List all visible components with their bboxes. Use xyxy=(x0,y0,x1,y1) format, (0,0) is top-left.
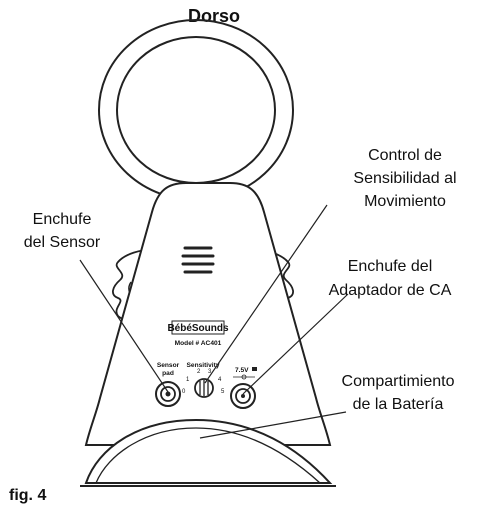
sensitivity-label: Sensitivity xyxy=(187,362,220,369)
figure-label: fig. 4 xyxy=(9,487,46,504)
leader-line-battery xyxy=(199,411,347,439)
callout-motion-sensitivity: Movimiento xyxy=(364,193,446,210)
sensor-jack-pin xyxy=(165,391,171,397)
model-number: Model # AC401 xyxy=(175,340,222,347)
callout-motion-sensitivity: Sensibilidad al xyxy=(353,170,456,187)
dial-number: 2 xyxy=(197,369,201,375)
sensor-pad-label: Sensor xyxy=(157,362,180,369)
callout-battery-compartment: de la Batería xyxy=(353,396,444,413)
diagram-title: Dorso xyxy=(188,6,240,26)
battery-compartment-cover xyxy=(84,418,333,484)
callout-sensor-jack: del Sensor xyxy=(24,234,101,251)
handle-ring-outer xyxy=(98,19,294,201)
dial-number: 0 xyxy=(182,389,186,395)
callout-ac-adapter-jack: Enchufe del xyxy=(348,258,433,275)
leader-line-ac-jack xyxy=(242,293,349,395)
brand-logo: BébéSounds xyxy=(167,323,229,334)
callout-sensor-jack: Enchufe xyxy=(33,211,92,228)
handle-ring-inner xyxy=(116,36,276,184)
dial-number: 1 xyxy=(186,377,190,383)
dial-number: 3 xyxy=(208,369,212,375)
voltage-label: 7.5V xyxy=(235,367,249,374)
dial-number: 5 xyxy=(221,389,225,395)
polarity-symbol xyxy=(241,374,247,380)
dc-symbol xyxy=(252,367,257,371)
leader-line-sensor-jack xyxy=(79,259,169,393)
brand-logo-box xyxy=(171,320,225,335)
battery-cover-inner-edge xyxy=(95,427,321,484)
sensor-pad-label: pad xyxy=(162,370,174,377)
callout-motion-sensitivity: Control de xyxy=(368,147,442,164)
dial-number: 4 xyxy=(218,377,222,383)
leader-line-sensitivity xyxy=(204,204,328,384)
callout-battery-compartment: Compartimiento xyxy=(342,373,455,390)
device-body xyxy=(84,182,332,446)
callout-ac-adapter-jack: Adaptador de CA xyxy=(329,282,452,299)
ac-adapter-jack-pin xyxy=(241,394,245,398)
